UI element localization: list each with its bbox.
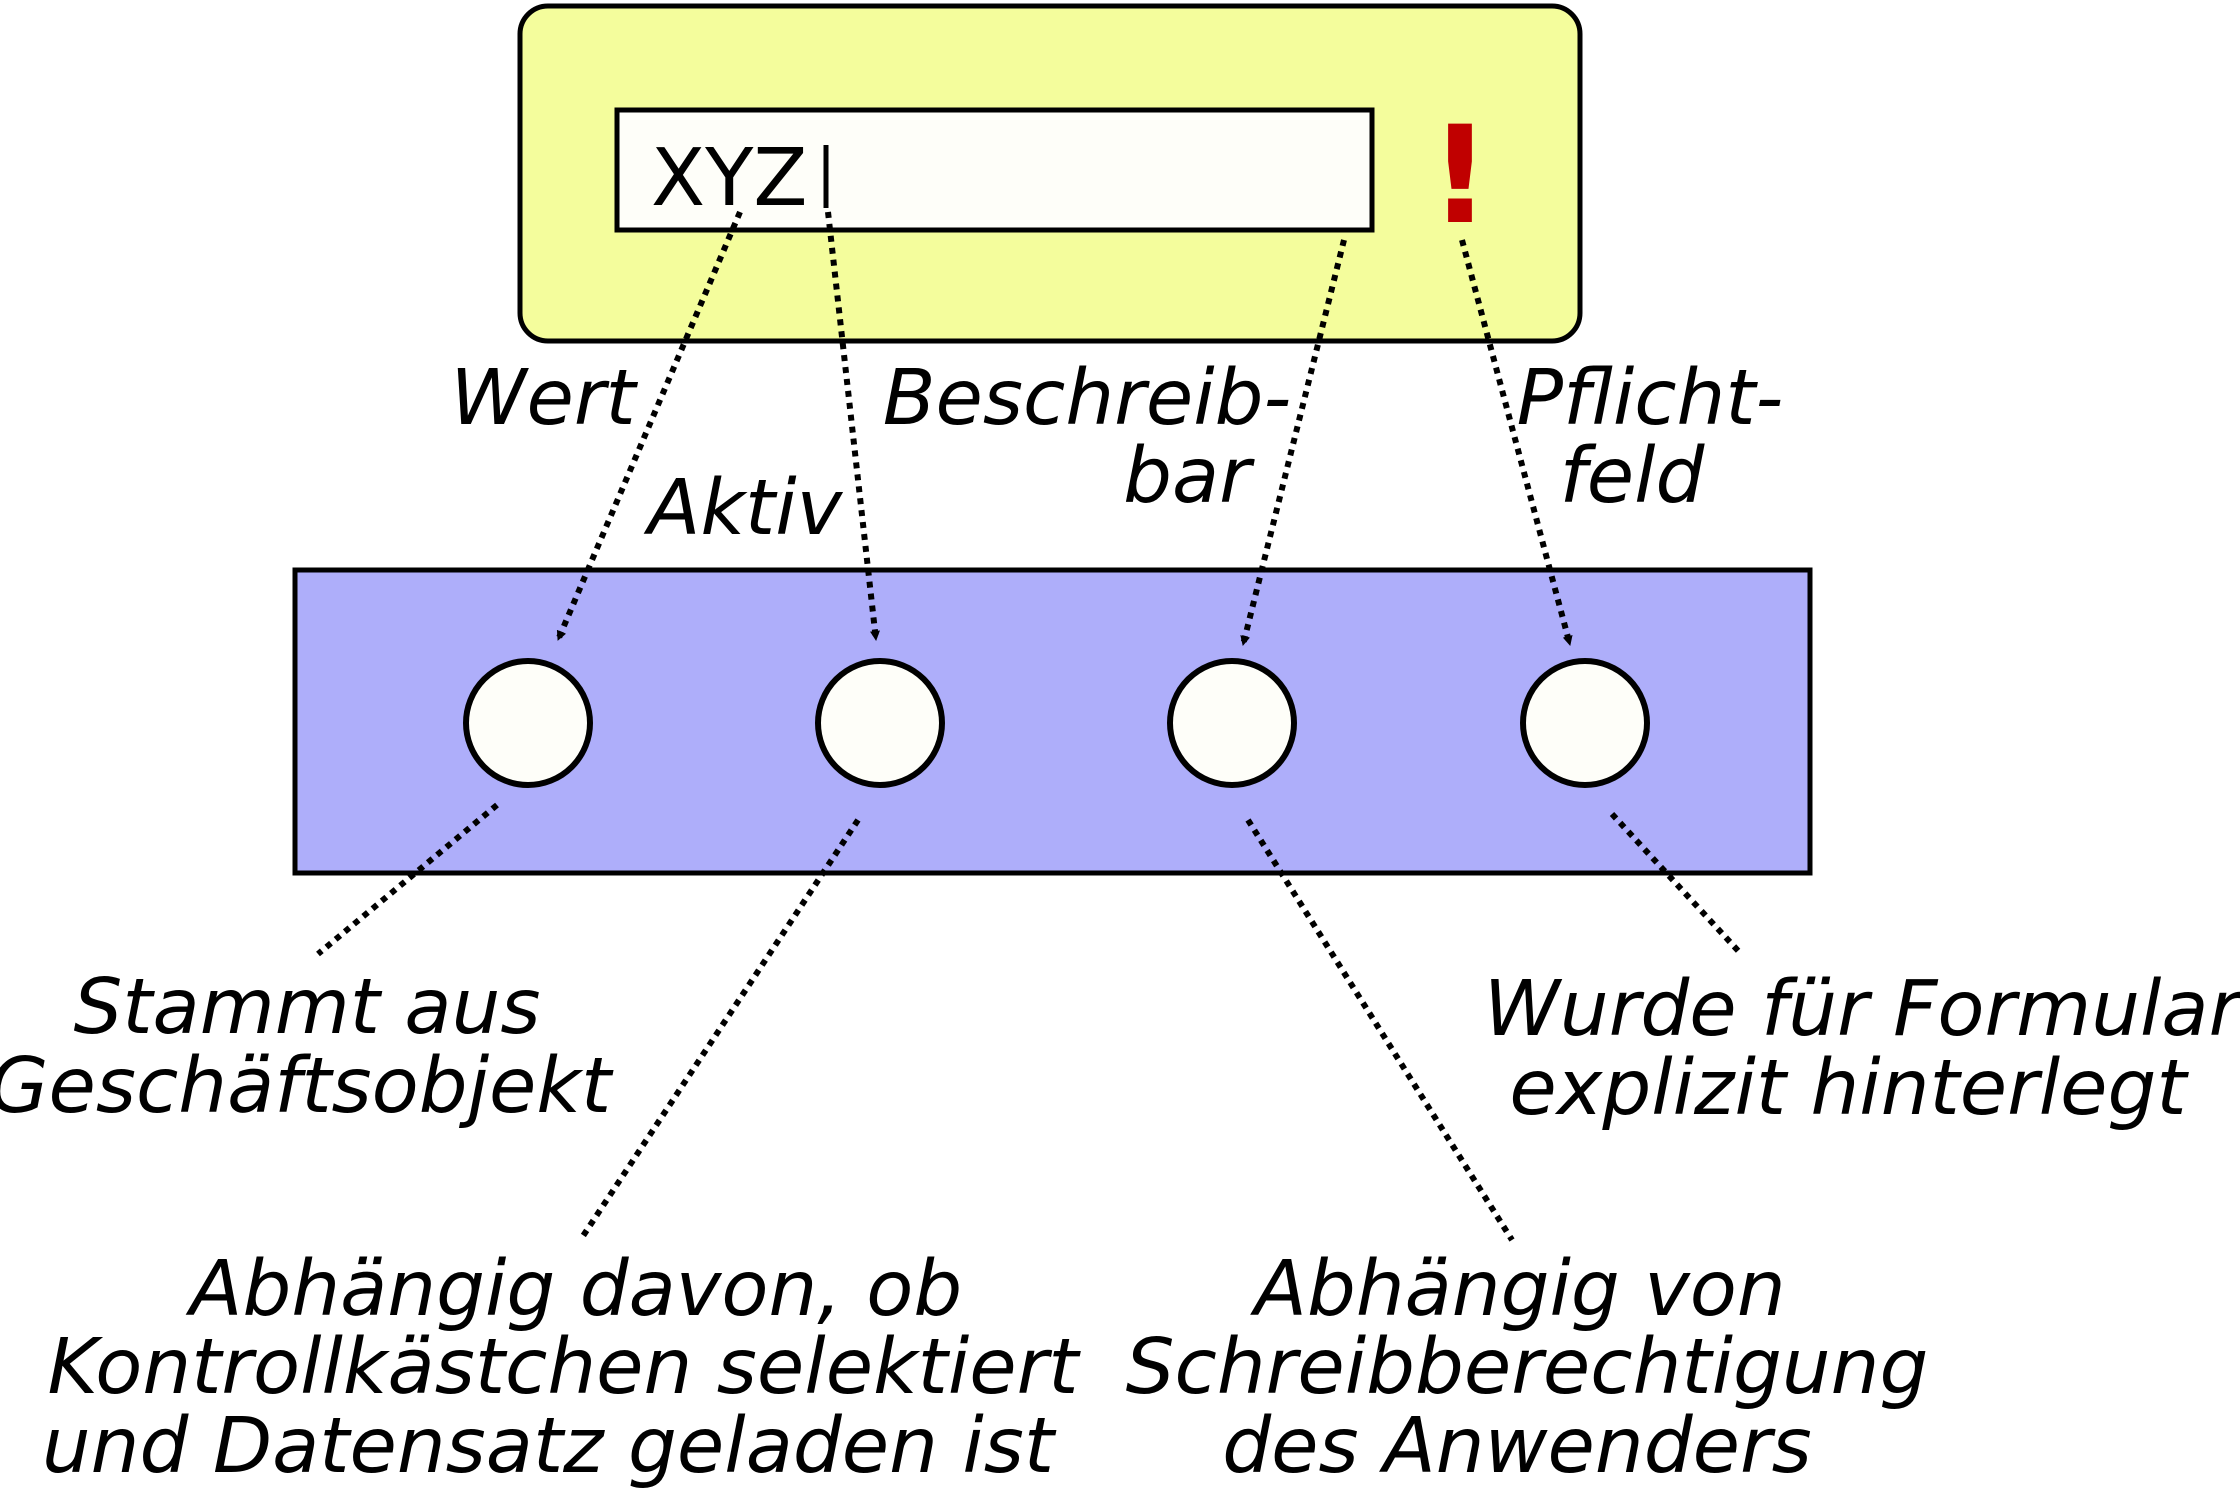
label-beschreibbar-line1: Beschreib- <box>883 354 1292 443</box>
desc-wert-line2: Geschäftsobjekt <box>0 1042 614 1131</box>
beschreibbar-arrow <box>1240 239 1347 646</box>
pflichtfeld-leader <box>1609 811 1745 958</box>
desc-aktiv-line2: Kontrollkästchen selektiert <box>48 1323 1082 1412</box>
aktiv-leader <box>580 818 861 1238</box>
desc-beschreibbar-line3: des Anwenders <box>1222 1402 1812 1491</box>
label-beschreibbar-line2: bar <box>1123 432 1255 521</box>
label-pflichtfeld-line1: Pflicht- <box>1517 354 1784 443</box>
desc-wert-line1: Stammt aus <box>73 963 540 1052</box>
field-value: XYZ <box>651 132 808 224</box>
desc-pflichtfeld-line2: explizit hinterlegt <box>1509 1044 2189 1133</box>
beschreibbar-leader <box>1245 818 1515 1242</box>
wert-arrow <box>555 210 743 642</box>
pflichtfeld-circle <box>1520 658 1650 788</box>
desc-aktiv-line1: Abhängig davon, ob <box>185 1245 962 1334</box>
beschreibbar-circle <box>1167 658 1297 788</box>
label-aktiv: Aktiv <box>643 464 844 553</box>
label-pflichtfeld-line2: feld <box>1560 432 1706 521</box>
wert-circle <box>463 658 593 788</box>
desc-beschreibbar-line1: Abhängig von <box>1249 1245 1785 1334</box>
wert-leader <box>316 802 499 957</box>
label-wert: Wert <box>450 354 638 443</box>
text-input-field[interactable] <box>614 107 1375 233</box>
desc-beschreibbar-line2: Schreibberechtigung <box>1126 1323 1929 1412</box>
desc-aktiv-line3: und Datensatz geladen ist <box>42 1402 1057 1491</box>
aktiv-circle <box>815 658 945 788</box>
mandatory-mark: ! <box>1429 97 1491 254</box>
pflichtfeld-arrow <box>1459 239 1573 646</box>
desc-pflichtfeld-line1: Wurde für Formular <box>1484 965 2240 1054</box>
